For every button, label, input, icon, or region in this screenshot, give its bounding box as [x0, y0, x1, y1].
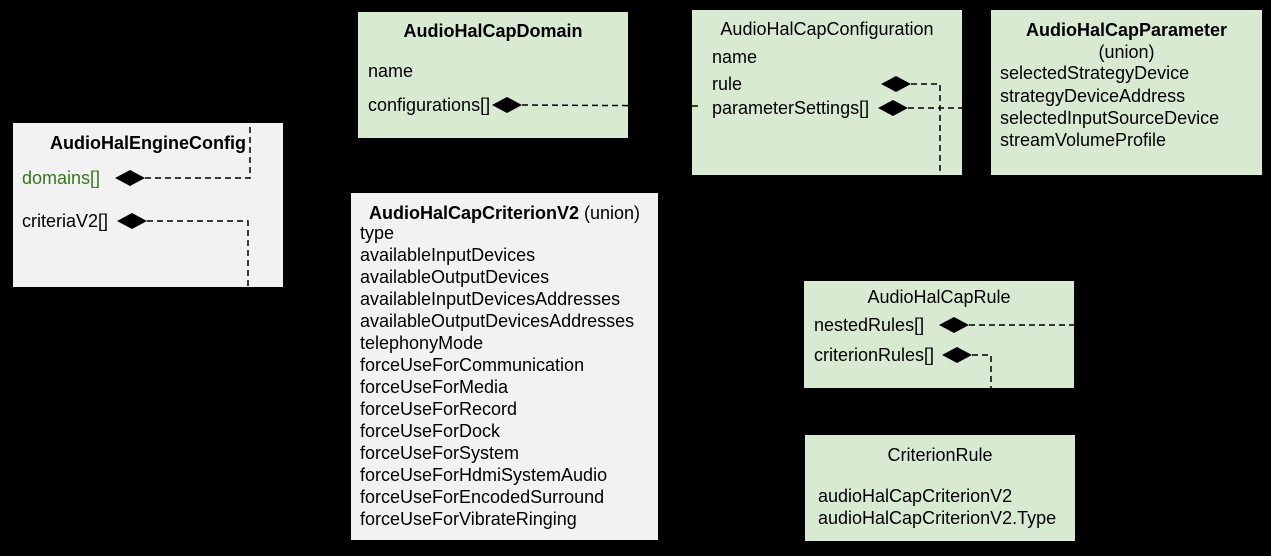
class-box-parameter: AudioHalCapParameter (union) selectedStr… — [991, 10, 1262, 175]
field-selected-strategy-device: selectedStrategyDevice — [1000, 63, 1190, 83]
field-force-use-for-dock: forceUseForDock — [360, 421, 501, 441]
field-audio-hal-cap-criterion-v2: audioHalCapCriterionV2 — [818, 486, 1013, 506]
field-available-output-devices-addresses: availableOutputDevicesAddresses — [360, 311, 635, 331]
field-available-input-devices: availableInputDevices — [360, 245, 536, 265]
field-list: audioHalCapCriterionV2 audioHalCapCriter… — [818, 485, 1056, 529]
class-box-domain: AudioHalCapDomain name configurations[] — [358, 12, 628, 138]
field-criterion-rules: criterionRules[] — [814, 345, 935, 365]
class-box-configuration: AudioHalCapConfiguration name rule param… — [692, 10, 962, 175]
field-force-use-for-hdmi-system-audio: forceUseForHdmiSystemAudio — [360, 465, 608, 485]
class-title: AudioHalCapParameter — [1025, 20, 1228, 40]
field-audio-hal-cap-criterion-v2-type: audioHalCapCriterionV2.Type — [818, 508, 1057, 528]
class-box-criterion-rule: CriterionRule audioHalCapCriterionV2 aud… — [805, 435, 1075, 541]
field-name: name — [368, 61, 414, 81]
class-title-main: AudioHalCapCriterionV2 — [368, 203, 579, 223]
field-list: type availableInputDevices availableOutp… — [360, 222, 634, 530]
class-title: AudioHalCapCriterionV2 (union) — [351, 202, 658, 224]
field-force-use-for-communication: forceUseForCommunication — [360, 355, 585, 375]
class-title-union-suffix: (union) — [584, 203, 641, 223]
class-title: AudioHalEngineConfig — [50, 133, 246, 153]
field-force-use-for-record: forceUseForRecord — [360, 399, 518, 419]
field-domains: domains[] — [22, 168, 101, 188]
field-available-input-devices-addresses: availableInputDevicesAddresses — [360, 289, 621, 309]
field-nested-rules: nestedRules[] — [814, 315, 925, 335]
field-name: name — [712, 47, 758, 67]
class-title: AudioHalCapConfiguration — [720, 19, 934, 39]
field-available-output-devices: availableOutputDevices — [360, 267, 550, 287]
field-parameter-settings: parameterSettings[] — [712, 98, 870, 118]
field-telephony-mode: telephonyMode — [360, 333, 484, 353]
field-type: type — [360, 223, 395, 243]
field-force-use-for-encoded-surround: forceUseForEncodedSurround — [360, 487, 605, 507]
class-title: AudioHalCapDomain — [403, 21, 583, 41]
class-box-rule: AudioHalCapRule nestedRules[] criterionR… — [804, 281, 1074, 388]
class-box-engine-config: AudioHalEngineConfig domains[] criteriaV… — [13, 123, 283, 287]
field-force-use-for-media: forceUseForMedia — [360, 377, 509, 397]
field-force-use-for-system: forceUseForSystem — [360, 443, 520, 463]
class-title: CriterionRule — [887, 445, 993, 465]
field-rule: rule — [712, 74, 743, 94]
class-title: AudioHalCapRule — [867, 287, 1011, 307]
field-force-use-for-vibrate-ringing: forceUseForVibrateRinging — [360, 509, 577, 529]
field-strategy-device-address: strategyDeviceAddress — [1000, 86, 1186, 106]
field-criteriaV2: criteriaV2[] — [22, 211, 109, 231]
field-stream-volume-profile: streamVolumeProfile — [1000, 130, 1167, 150]
class-box-criterion-v2: AudioHalCapCriterionV2 (union) type avai… — [351, 193, 658, 540]
field-configurations: configurations[] — [368, 95, 491, 115]
field-selected-input-source-device: selectedInputSourceDevice — [1000, 108, 1220, 128]
class-subtitle-union: (union) — [1098, 42, 1155, 62]
